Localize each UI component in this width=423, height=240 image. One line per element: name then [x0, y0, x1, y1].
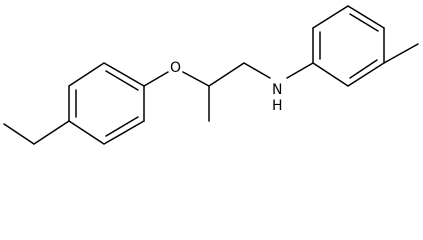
molecule-diagram: O N H [3, 5, 419, 145]
ether-linkage: O [143, 60, 210, 87]
bond-ring-o [143, 71, 169, 87]
bond-ring12 [312, 62, 349, 87]
bond-ring9 [347, 5, 385, 29]
bond-ring3-inner [105, 116, 139, 137]
bond-tolyl-methyl [383, 43, 419, 64]
hydrogen-atom-label: H [272, 98, 283, 114]
bond-ch-ch2 [208, 62, 245, 87]
bond-ch2-n [243, 62, 271, 79]
bond-ring8 [312, 5, 349, 29]
bond-ring9-inner [349, 13, 379, 32]
bond-ring11-inner [349, 59, 378, 79]
ethyl-group [3, 120, 70, 145]
nitrogen-atom-label: N [272, 82, 282, 98]
tolyl-ring [312, 5, 385, 87]
oxygen-atom-label: O [170, 60, 181, 76]
bond-ring3 [103, 120, 145, 145]
bond-n-ring [286, 62, 314, 79]
propyl-chain [208, 62, 271, 122]
bond-ring11 [347, 62, 385, 87]
bond-ethyl2 [3, 123, 35, 145]
bond-ring4 [68, 120, 105, 145]
bond-ring1 [103, 62, 145, 87]
bond-ring1-inner [105, 70, 139, 91]
molecule-structure: O N H [3, 5, 419, 145]
amine-group: N H [272, 62, 314, 114]
bond-ring6 [68, 62, 105, 87]
ethylphenyl-ring [68, 62, 145, 145]
bond-ethyl1 [33, 120, 70, 145]
bond-o-ch [182, 71, 210, 87]
